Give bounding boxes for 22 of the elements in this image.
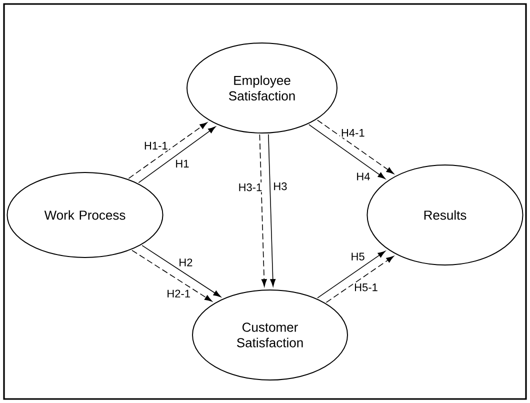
arrow [142, 245, 221, 298]
edge-label: H2 [178, 258, 194, 268]
arrow [268, 134, 276, 287]
edge-label: H4-1 [340, 128, 366, 138]
arrow [138, 126, 216, 184]
ellipse-node: Employee Satisfaction [186, 42, 338, 134]
ellipse-node: Customer Satisfaction [192, 290, 348, 380]
arrow [317, 250, 386, 298]
edge-label: H5-1 [353, 282, 379, 292]
arrow [259, 134, 267, 287]
edge-label: H3-1 [237, 182, 264, 192]
edge-label: H1-1 [142, 140, 169, 150]
arrow [128, 122, 208, 179]
ellipse-node: Work Process [6, 172, 164, 258]
edge-label: H5 [350, 252, 366, 262]
arrow [316, 120, 394, 174]
edge-label: H2-1 [166, 288, 192, 298]
edge-label: H1 [174, 158, 190, 168]
arrow [308, 124, 386, 180]
edge-label: H3 [272, 181, 288, 192]
arrow [132, 250, 212, 302]
arrow [326, 256, 394, 303]
